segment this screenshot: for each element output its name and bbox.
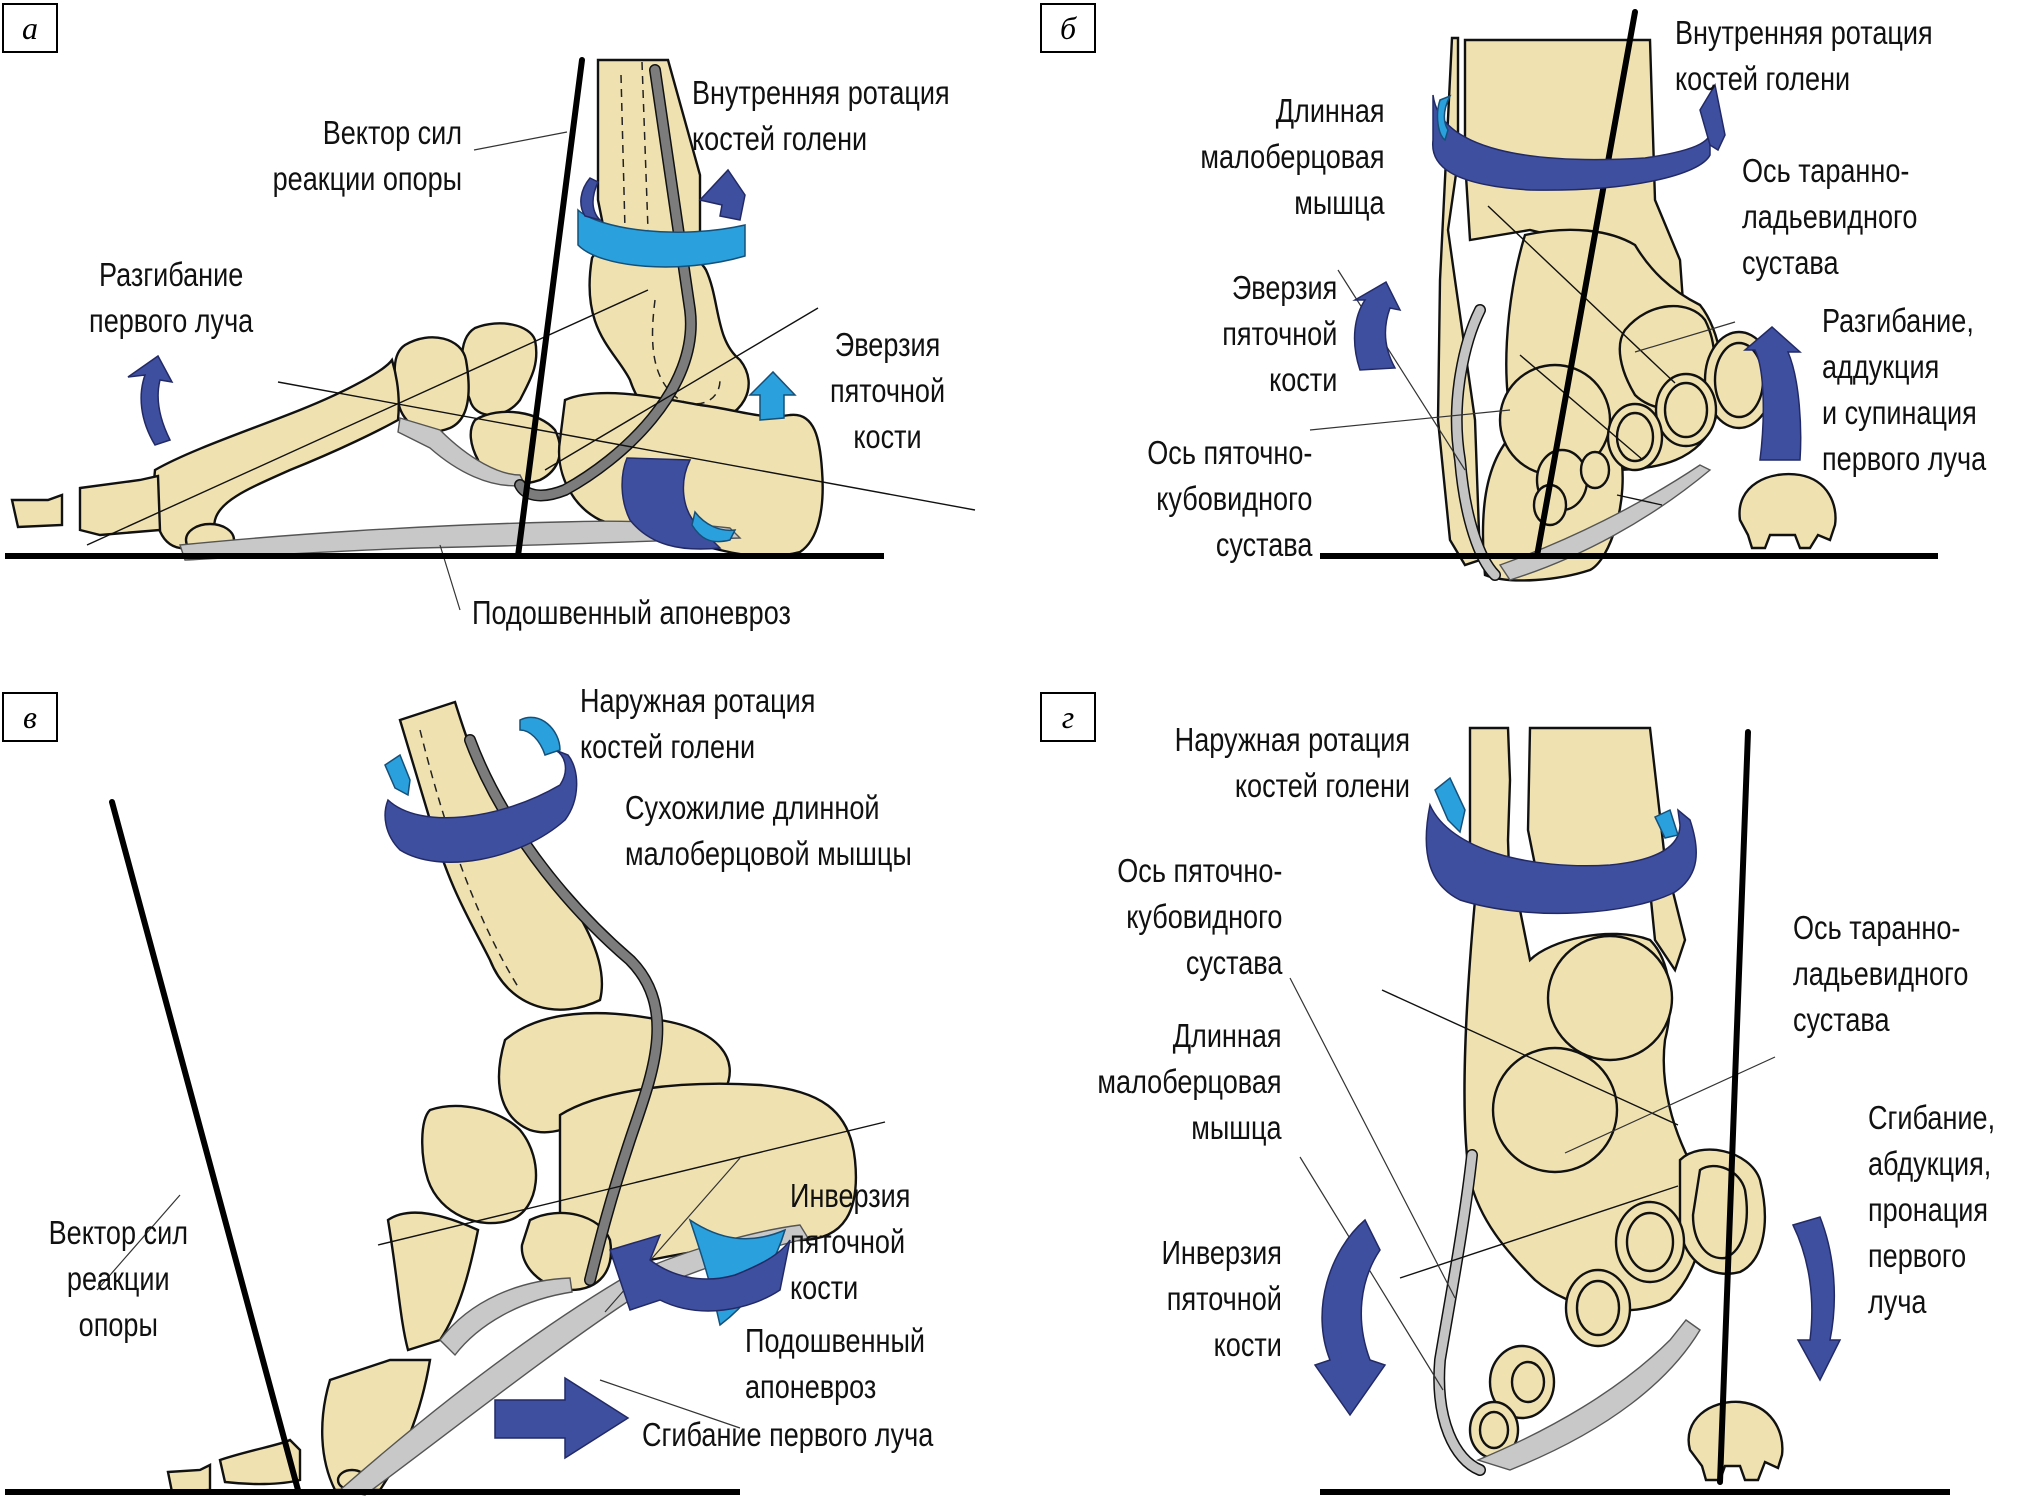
first-ray-extension-arrow-icon [127, 354, 174, 446]
internal-rotation-band [577, 208, 746, 268]
joint-axis-line [277, 381, 976, 511]
label-calcaneal-eversion: Эверзия пяточной кости [1221, 269, 1337, 398]
proximal-phalanx-bone [78, 474, 162, 537]
panel-letter-d: г [1040, 692, 1096, 742]
panel-d-drawing [1289, 726, 1950, 1495]
first-ray-motion-arrow-icon [1791, 1216, 1842, 1382]
external-rotation-arrow-icon [384, 753, 411, 797]
talar-head [1546, 934, 1674, 1062]
joint-axis-line [544, 307, 819, 471]
ground-reaction-vector-line [1717, 729, 1751, 1485]
label-ground-reaction-vector: Вектор сил реакции опоры [272, 114, 462, 197]
ground-reaction-vector-line [1534, 9, 1638, 559]
panel-letter-c: в [2, 692, 58, 742]
tibia-bone [1526, 726, 1687, 973]
label-calcaneal-inversion: Инверзия пяточной кости [790, 1177, 911, 1306]
panel-d: г [1010, 660, 2020, 1496]
ground-reaction-vector-line [109, 799, 301, 1493]
plantar-aponeurosis-ligament [1498, 464, 1712, 581]
label-calcaneocuboid-axis: Ось пяточно- кубовидного сустава [1116, 852, 1282, 981]
label-first-ray-motion: Сгибание, абдукция, пронация первого луч… [1868, 1099, 1996, 1320]
panel-letter-b: б [1040, 3, 1096, 53]
label-tibia-internal-rotation: Внутренняя ротация костей голени [1675, 14, 1933, 97]
internal-rotation-arrow-icon [1699, 82, 1726, 152]
cuneiform-bone [393, 336, 470, 433]
plantar-aponeurosis-ligament [338, 1224, 810, 1496]
label-tibia-internal-rotation: Внутренняя ротация костей голени [692, 74, 950, 157]
panel-b: б [1010, 0, 2020, 660]
panel-a: а [0, 0, 1010, 660]
label-talonavicular-axis: Ось таранно- ладьевидного сустава [1793, 909, 1969, 1038]
panel-a-drawing [5, 57, 976, 611]
joint-axis-line [1519, 354, 1644, 461]
label-plantar-aponeurosis: Подошвенный апоневроз [472, 594, 791, 631]
label-plantar-aponeurosis: Подошвенный апоневроз [745, 1322, 926, 1405]
calcaneal-eversion-arrow-icon [748, 370, 797, 421]
joint-axis-line [1616, 494, 1663, 506]
first-ray-motion-arrow-icon [1742, 326, 1802, 461]
first-metatarsal-bone [152, 357, 400, 550]
internal-rotation-arrow-icon [580, 168, 746, 222]
label-tibia-external-rotation: Наружная ротация костей голени [1174, 721, 1410, 804]
calcaneal-eversion-arrow-icon [1352, 280, 1402, 371]
label-peroneus-longus: Длинная малоберцовая мышца [1097, 1017, 1282, 1146]
plantar-aponeurosis-ligament [1475, 1319, 1701, 1471]
label-calcaneocuboid-axis: Ось пяточно- кубовидного сустава [1146, 434, 1312, 563]
label-first-ray-flexion: Сгибание первого луча [642, 1416, 934, 1453]
joint-axis-line [1381, 989, 1679, 1126]
label-first-ray-extension: Разгибание первого луча [88, 256, 253, 339]
label-first-ray-motion: Разгибание, аддукция и супинация первого… [1822, 302, 1987, 477]
joint-axis-line [377, 1121, 886, 1246]
panel-c-drawing [5, 700, 886, 1496]
calcaneal-section [1491, 1046, 1619, 1174]
plantar-aponeurosis-ligament [179, 520, 742, 561]
joint-axis-line [86, 289, 649, 546]
phalanx-bone [218, 1438, 302, 1486]
label-ground-reaction-vector: Вектор сил реакции опоры [48, 1214, 188, 1343]
first-ray-flexion-arrow-icon [494, 1376, 630, 1460]
panel-letter-a: а [2, 3, 58, 53]
first-metatarsal-bone [386, 1211, 480, 1352]
phalanx-bone [166, 1463, 212, 1494]
calcaneal-inversion-arrow-icon [609, 1233, 791, 1312]
external-rotation-arrow-icon [1434, 776, 1466, 834]
label-peroneus-longus: Длинная малоберцовая мышца [1200, 92, 1385, 221]
first-ray-section [1687, 1400, 1784, 1482]
panel-c: в [0, 660, 1010, 1496]
external-rotation-band [384, 749, 578, 863]
first-ray-section [1738, 472, 1837, 550]
joint-axis-line [1399, 1185, 1679, 1279]
label-calcaneal-eversion: Эверзия пяточной кости [830, 326, 946, 455]
label-tibia-external-rotation: Наружная ротация костей голени [580, 682, 816, 765]
calcaneus-bone [557, 391, 824, 558]
navicular-bone [421, 1104, 538, 1225]
external-rotation-band [1425, 802, 1697, 915]
label-calcaneal-inversion: Инверзия пяточной кости [1161, 1234, 1282, 1363]
label-talonavicular-axis: Ось таранно- ладьевидного сустава [1742, 152, 1918, 281]
calcaneal-inversion-arrow-icon [1313, 1218, 1387, 1417]
panel-b-drawing [1309, 9, 1938, 582]
distal-phalanx-bone [10, 493, 64, 529]
label-peroneus-longus-tendon: Сухожилие длинной малоберцовой мышцы [625, 789, 912, 872]
ground-reaction-vector-line [515, 57, 585, 559]
